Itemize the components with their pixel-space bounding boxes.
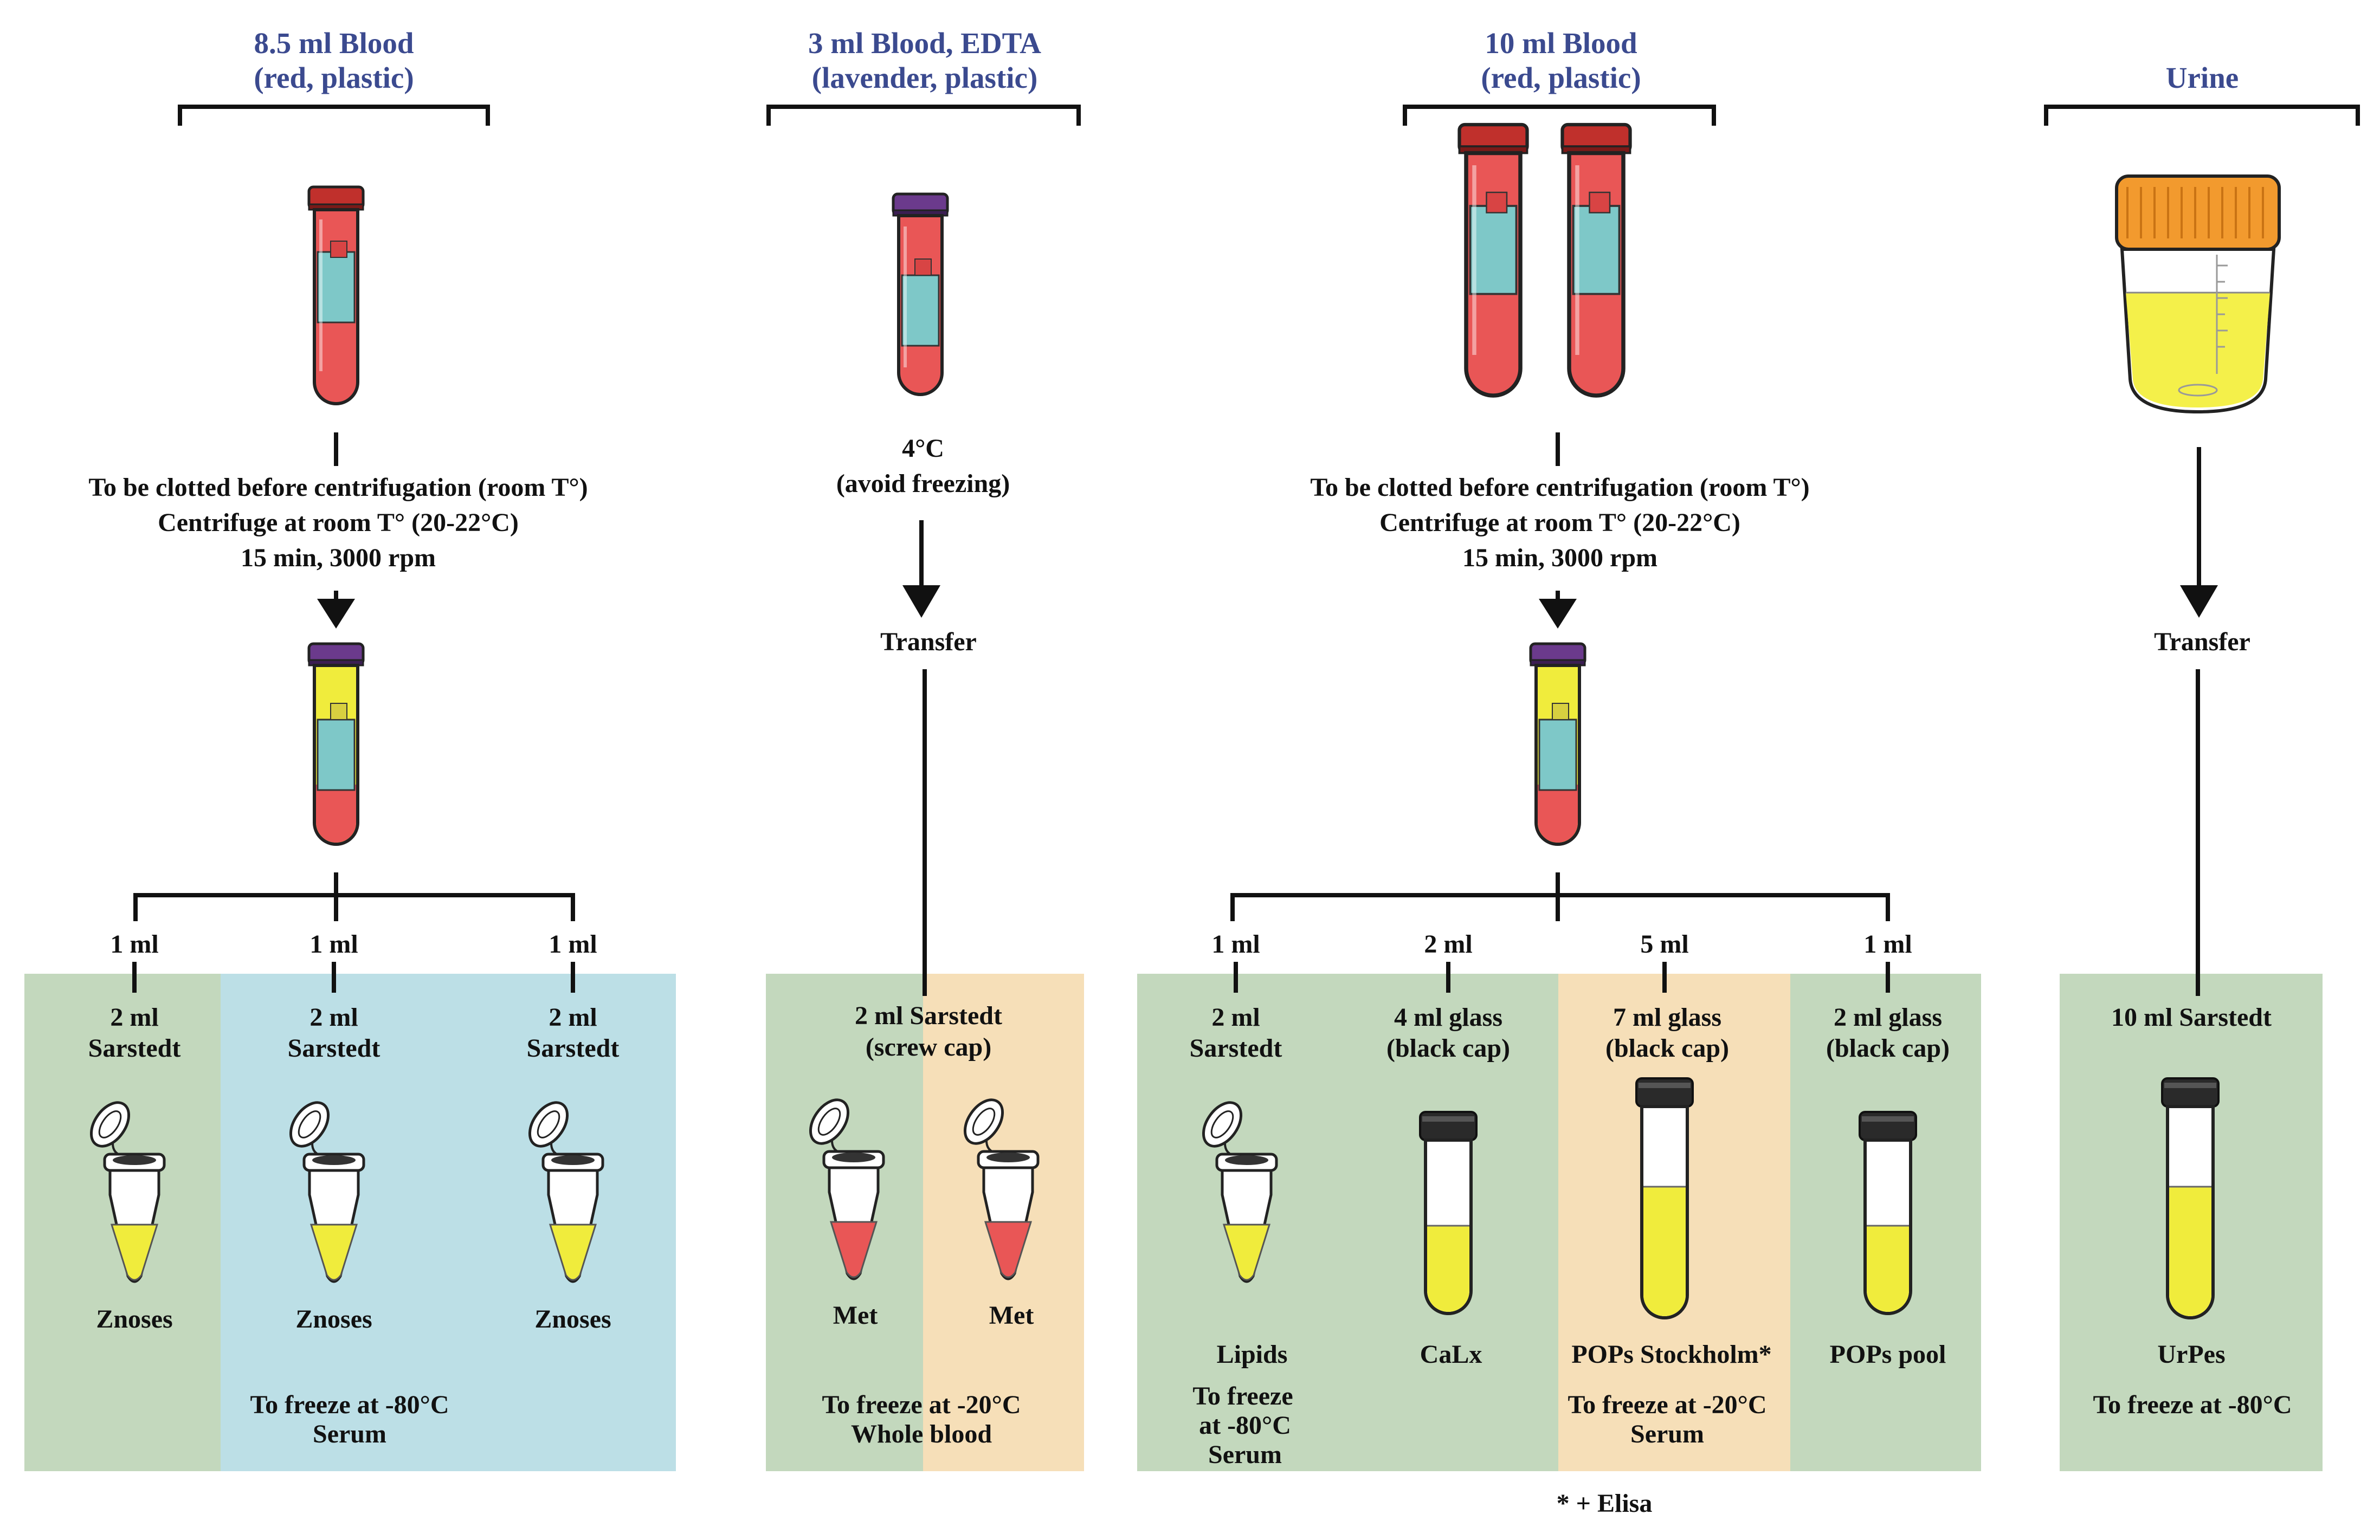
column-3: 10 ml Blood (red, plastic) To be clotted… [1190, 27, 1950, 1518]
urine-container-icon [2115, 174, 2281, 414]
blood-tube-icon [893, 194, 947, 394]
container-line1: 2 ml [1211, 1003, 1260, 1032]
col2-storage-line1: To freeze at -20°C [822, 1390, 1021, 1419]
container-line1: 4 ml glass [1394, 1003, 1502, 1032]
col4-container: 10 ml Sarstedt [2111, 1003, 2272, 1032]
panel-blue [221, 974, 676, 1471]
arrow-down-icon [1539, 599, 1577, 629]
col1-bracket [178, 105, 490, 126]
glass-tube-icon [1420, 1112, 1476, 1313]
col3-storage-b-line1: To freeze at -20°C [1568, 1390, 1766, 1419]
col1-step-line2: Centrifuge at room T° (20-22°C) [158, 508, 519, 537]
aliquot-name: CaLx [1420, 1340, 1482, 1369]
col2-transfer: Transfer [880, 627, 977, 656]
col3-footnote: * + Elisa [1557, 1489, 1653, 1518]
col2-step-line2: (avoid freezing) [836, 469, 1010, 498]
col2-title-line1: 3 ml Blood, EDTA [808, 27, 1041, 60]
col2-bracket [766, 105, 1081, 126]
col1-storage-line2: Serum [313, 1420, 386, 1448]
arrow-down-icon [2180, 585, 2218, 618]
container-line2: Sarstedt [88, 1034, 181, 1063]
column-2: 3 ml Blood, EDTA (lavender, plastic) 4°C… [766, 27, 1081, 1448]
centrifuged-tube-icon [309, 644, 363, 844]
container-line1: 2 ml glass [1834, 1003, 1942, 1032]
col3-step-line2: Centrifuge at room T° (20-22°C) [1379, 508, 1740, 537]
blood-tube-icon [1460, 125, 1527, 396]
col1-step-line1: To be clotted before centrifugation (roo… [88, 473, 588, 502]
glass-tube-icon [2162, 1078, 2218, 1318]
aliquot-name: Znoses [295, 1305, 372, 1334]
col3-storage-b-line2: Serum [1630, 1420, 1704, 1448]
col4-bracket [2044, 105, 2360, 126]
container-line2: (black cap) [1386, 1034, 1510, 1063]
aliquot-name: POPs pool [1830, 1340, 1946, 1369]
centrifuged-tube-icon [1531, 644, 1585, 844]
blood-tube-icon [1563, 125, 1630, 396]
col1-title-line2: (red, plastic) [254, 61, 414, 94]
col2-container-line2: (screw cap) [866, 1033, 991, 1062]
col2-container-line1: 2 ml Sarstedt [855, 1001, 1002, 1030]
container-line1: 2 ml [309, 1003, 358, 1032]
container-line2: Sarstedt [527, 1034, 620, 1063]
col1-split-lines [133, 872, 575, 921]
col3-title-line1: 10 ml Blood [1485, 27, 1637, 60]
col1-storage-line1: To freeze at -80°C [250, 1390, 449, 1419]
panel-green [1137, 974, 1558, 1471]
column-4: Urine Transfer 10 ml Sarstedt UrPes To f… [2044, 61, 2360, 1419]
col3-step-line3: 15 min, 3000 rpm [1462, 543, 1657, 572]
col3-bracket [1403, 105, 1716, 126]
col4-transfer: Transfer [2154, 627, 2250, 656]
col3-storage-a-line3: Serum [1208, 1440, 1282, 1469]
aliquot-volume: 1 ml [1211, 930, 1260, 959]
col2-step-line1: 4°C [902, 434, 944, 463]
col2-title-line2: (lavender, plastic) [812, 61, 1038, 94]
container-line2: Sarstedt [288, 1034, 380, 1063]
container-line1: 2 ml [549, 1003, 597, 1032]
container-line2: (black cap) [1826, 1034, 1950, 1063]
aliquot-volume: 1 ml [1863, 930, 1912, 959]
col1-title-line1: 8.5 ml Blood [254, 27, 414, 60]
arrow-down-icon [317, 599, 355, 629]
col3-storage-a-line1: To freeze [1192, 1382, 1293, 1410]
col1-step-line3: 15 min, 3000 rpm [241, 543, 436, 572]
aliquot-name: Met [989, 1301, 1034, 1330]
aliquot-volume: 1 ml [309, 930, 358, 959]
aliquot-name: UrPes [2157, 1340, 2225, 1369]
col2-storage-line2: Whole blood [851, 1420, 992, 1448]
aliquot-name: Znoses [96, 1305, 172, 1334]
arrow-down-icon [902, 585, 940, 618]
container-line2: (black cap) [1605, 1034, 1729, 1063]
container-line1: 7 ml glass [1613, 1003, 1721, 1032]
aliquot-volume: 5 ml [1640, 930, 1688, 959]
col3-title-line2: (red, plastic) [1481, 61, 1641, 94]
col3-step-line1: To be clotted before centrifugation (roo… [1310, 473, 1809, 502]
aliquot-volume: 1 ml [549, 930, 597, 959]
aliquot-name: Znoses [534, 1305, 611, 1334]
column-1: 8.5 ml Blood (red, plastic) To be clotte… [83, 27, 619, 1448]
glass-tube-icon [1636, 1078, 1693, 1318]
col4-title: Urine [2166, 61, 2239, 94]
aliquot-name: Met [833, 1301, 878, 1330]
col4-storage: To freeze at -80°C [2093, 1390, 2292, 1419]
col3-storage-a-line2: at -80°C [1199, 1411, 1291, 1440]
glass-tube-icon [1860, 1112, 1916, 1313]
aliquot-volume: 1 ml [110, 930, 158, 959]
aliquot-name: Lipids [1217, 1340, 1288, 1369]
aliquot-volume: 2 ml [1424, 930, 1472, 959]
container-line1: 2 ml [110, 1003, 158, 1032]
container-line2: Sarstedt [1190, 1034, 1282, 1063]
aliquot-name: POPs Stockholm* [1571, 1340, 1771, 1369]
panels [24, 974, 2323, 1471]
col3-split-lines [1230, 872, 1890, 921]
blood-tube-icon [309, 187, 363, 404]
